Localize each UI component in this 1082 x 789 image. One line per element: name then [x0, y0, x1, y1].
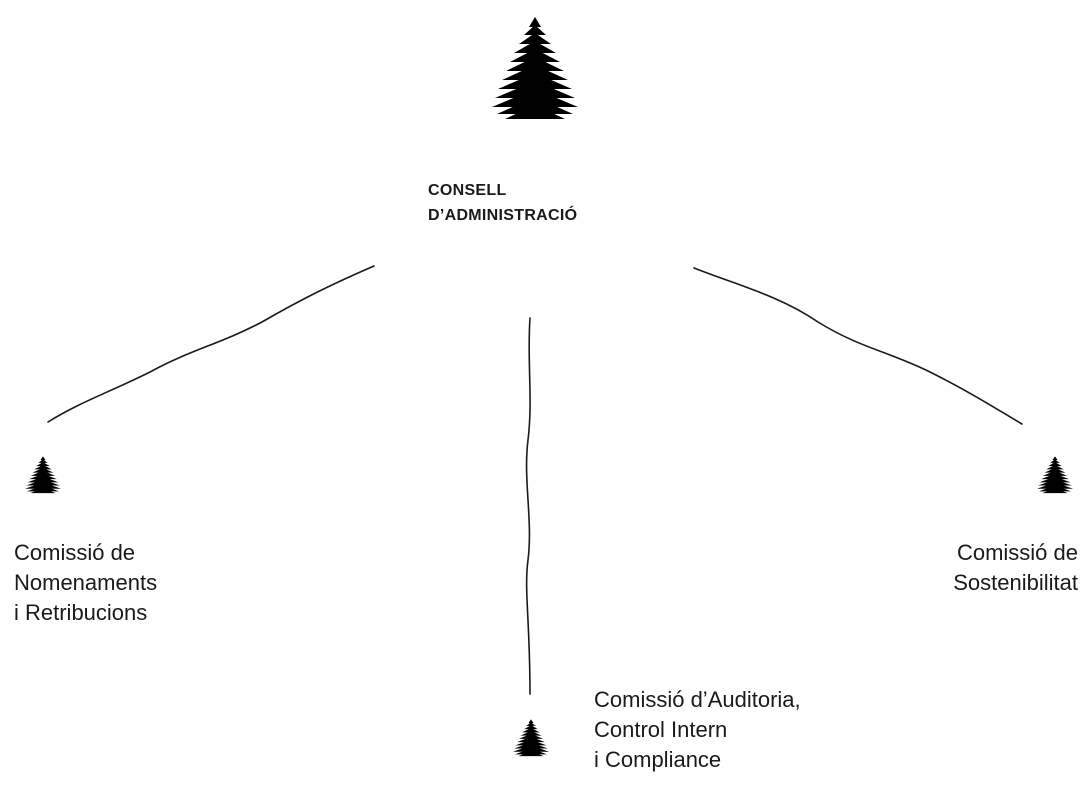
root-pine-tree-icon — [492, 17, 578, 137]
connector-line-bottom — [525, 317, 531, 695]
left-label-line3: i Retribucions — [14, 600, 148, 625]
connector-line-right — [693, 267, 1023, 425]
right-pine-tree-icon — [1036, 456, 1074, 500]
sustainability-committee-label: Comissió de Sostenibilitat — [953, 538, 1078, 598]
bottom-label-line1: Comissió d’Auditoria, — [594, 687, 801, 712]
board-of-directors-label: CONSELL D’ADMINISTRACIÓ — [428, 178, 577, 228]
root-label-line1: CONSELL — [428, 182, 507, 199]
root-label-line2: D’ADMINISTRACIÓ — [428, 207, 578, 224]
bottom-pine-tree-icon — [512, 719, 550, 763]
bottom-label-line2: Control Intern — [594, 717, 728, 742]
left-label-line2: Nomenaments — [14, 570, 158, 595]
right-label-line2: Sostenibilitat — [953, 570, 1078, 595]
left-pine-tree-icon — [24, 456, 62, 500]
connector-line-left — [47, 265, 375, 423]
left-label-line1: Comissió de — [14, 540, 136, 565]
right-label-line1: Comissió de — [956, 540, 1078, 565]
audit-committee-label: Comissió d’Auditoria, Control Intern i C… — [594, 685, 801, 775]
bottom-label-line3: i Compliance — [594, 747, 722, 772]
appointments-committee-label: Comissió de Nomenaments i Retribucions — [14, 538, 157, 628]
